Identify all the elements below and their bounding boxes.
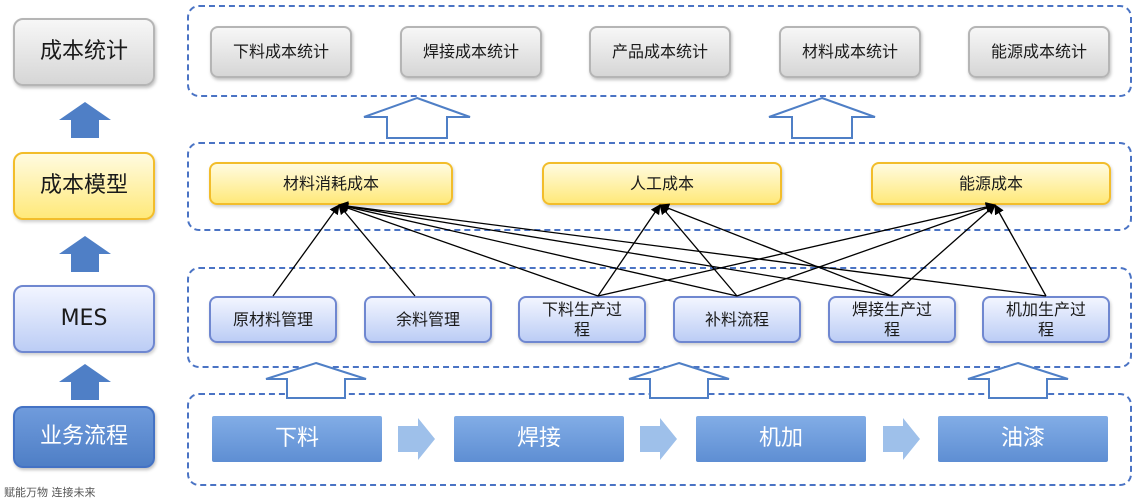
side-up-arrow-1	[59, 102, 111, 138]
model-layer-container	[187, 142, 1132, 231]
stats-layer-container	[187, 5, 1132, 97]
process-node-welding: 焊接	[454, 416, 624, 462]
process-chevron-2	[640, 418, 677, 460]
model-node-energy: 能源成本	[871, 162, 1111, 205]
stats-node-product: 产品成本统计	[589, 26, 731, 78]
process-node-painting: 油漆	[938, 416, 1108, 462]
mes-node-replenishment: 补料流程	[673, 296, 801, 343]
hollow-up-arrow-model-stats-1	[363, 96, 471, 139]
model-node-material-consumption: 材料消耗成本	[209, 162, 453, 205]
link-machining-to-material-cost	[338, 201, 1047, 297]
hollow-up-arrow-process-mes-3	[967, 361, 1069, 399]
process-chevron-1	[398, 418, 435, 460]
mes-node-cutting-production: 下料生产过 程	[518, 296, 646, 343]
side-label-cost-model: 成本模型	[13, 152, 155, 220]
link-machining-to-energy-cost	[994, 204, 1047, 297]
link-cutting-to-material-cost	[338, 203, 599, 297]
footer-slogan: 赋能万物 连接未来	[4, 486, 96, 499]
process-node-machining: 机加	[696, 416, 866, 462]
link-welding-to-energy-cost	[891, 204, 996, 297]
mes-layer-container	[187, 267, 1132, 368]
stats-node-welding: 焊接成本统计	[400, 26, 542, 78]
hollow-up-arrow-process-mes-2	[628, 361, 730, 399]
stats-node-energy: 能源成本统计	[968, 26, 1110, 78]
link-welding-to-labor-cost	[659, 203, 893, 297]
mes-node-raw-material: 原材料管理	[209, 296, 337, 343]
link-cutting-to-labor-cost	[597, 204, 661, 297]
link-replenishment-to-material-cost	[338, 202, 738, 297]
side-label-mes: MES	[13, 285, 155, 353]
stats-node-material: 材料成本统计	[779, 26, 921, 78]
stats-node-cutting: 下料成本统计	[210, 26, 352, 78]
side-label-business-flow: 业务流程	[13, 406, 155, 468]
hollow-up-arrow-process-mes-1	[265, 361, 367, 399]
process-chevron-3	[883, 418, 920, 460]
link-welding-to-material-cost	[338, 201, 893, 297]
hollow-up-arrow-model-stats-2	[768, 96, 876, 139]
link-cutting-to-energy-cost	[597, 202, 996, 297]
side-up-arrow-3	[59, 364, 111, 400]
process-node-cutting: 下料	[212, 416, 382, 462]
mes-node-machining-production: 机加生产过 程	[982, 296, 1110, 343]
link-replenishment-to-energy-cost	[736, 203, 996, 297]
side-label-cost-stats: 成本统计	[13, 18, 155, 86]
mes-node-remnant: 余料管理	[364, 296, 492, 343]
link-raw-material-to-material-cost	[272, 204, 340, 297]
mes-node-welding-production: 焊接生产过 程	[828, 296, 956, 343]
side-up-arrow-2	[59, 236, 111, 272]
link-remnant-to-material-cost	[338, 204, 416, 297]
link-replenishment-to-labor-cost	[659, 204, 738, 297]
